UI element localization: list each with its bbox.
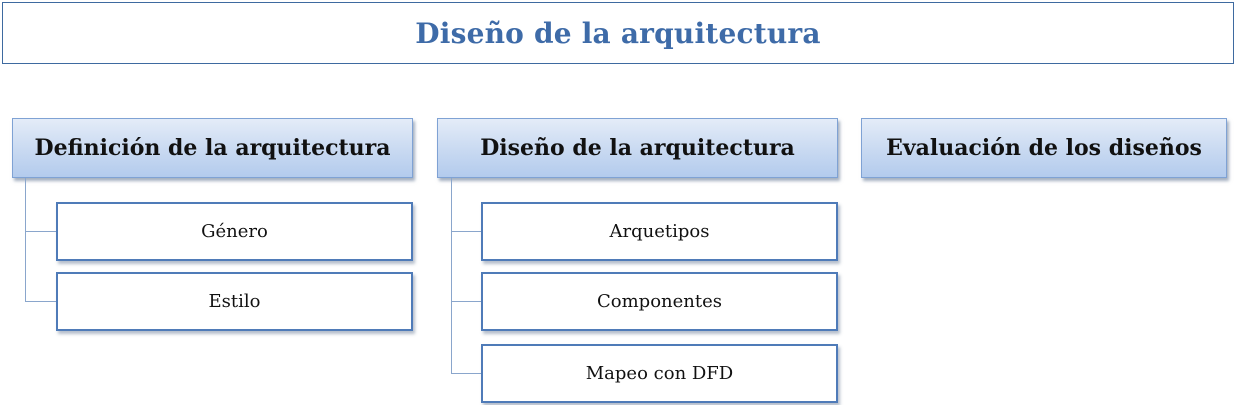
header-evaluacion-label: Evaluación de los diseños [886, 135, 1202, 161]
header-evaluacion: Evaluación de los diseños [861, 118, 1227, 178]
child-componentes-label: Componentes [597, 291, 722, 312]
diagram-title-box: Diseño de la arquitectura [2, 2, 1234, 64]
child-mapeo-dfd: Mapeo con DFD [481, 344, 838, 403]
child-componentes: Componentes [481, 272, 838, 331]
connector-trunk-col1 [25, 178, 26, 302]
header-definicion-label: Definición de la arquitectura [34, 135, 391, 161]
child-arquetipos-label: Arquetipos [609, 221, 710, 242]
diagram-title: Diseño de la arquitectura [415, 16, 821, 50]
child-genero: Género [56, 202, 413, 261]
child-mapeo-dfd-label: Mapeo con DFD [585, 363, 734, 384]
connector-branch-estilo [25, 301, 56, 302]
connector-trunk-col2 [451, 178, 452, 374]
child-genero-label: Género [201, 221, 268, 242]
connector-branch-componentes [451, 301, 481, 302]
connector-branch-mapeo [451, 373, 481, 374]
connector-branch-genero [25, 231, 56, 232]
header-diseno: Diseño de la arquitectura [437, 118, 838, 178]
connector-branch-arquetipos [451, 231, 481, 232]
header-definicion: Definición de la arquitectura [12, 118, 413, 178]
child-estilo-label: Estilo [208, 291, 261, 312]
child-arquetipos: Arquetipos [481, 202, 838, 261]
header-diseno-label: Diseño de la arquitectura [480, 135, 795, 161]
child-estilo: Estilo [56, 272, 413, 331]
